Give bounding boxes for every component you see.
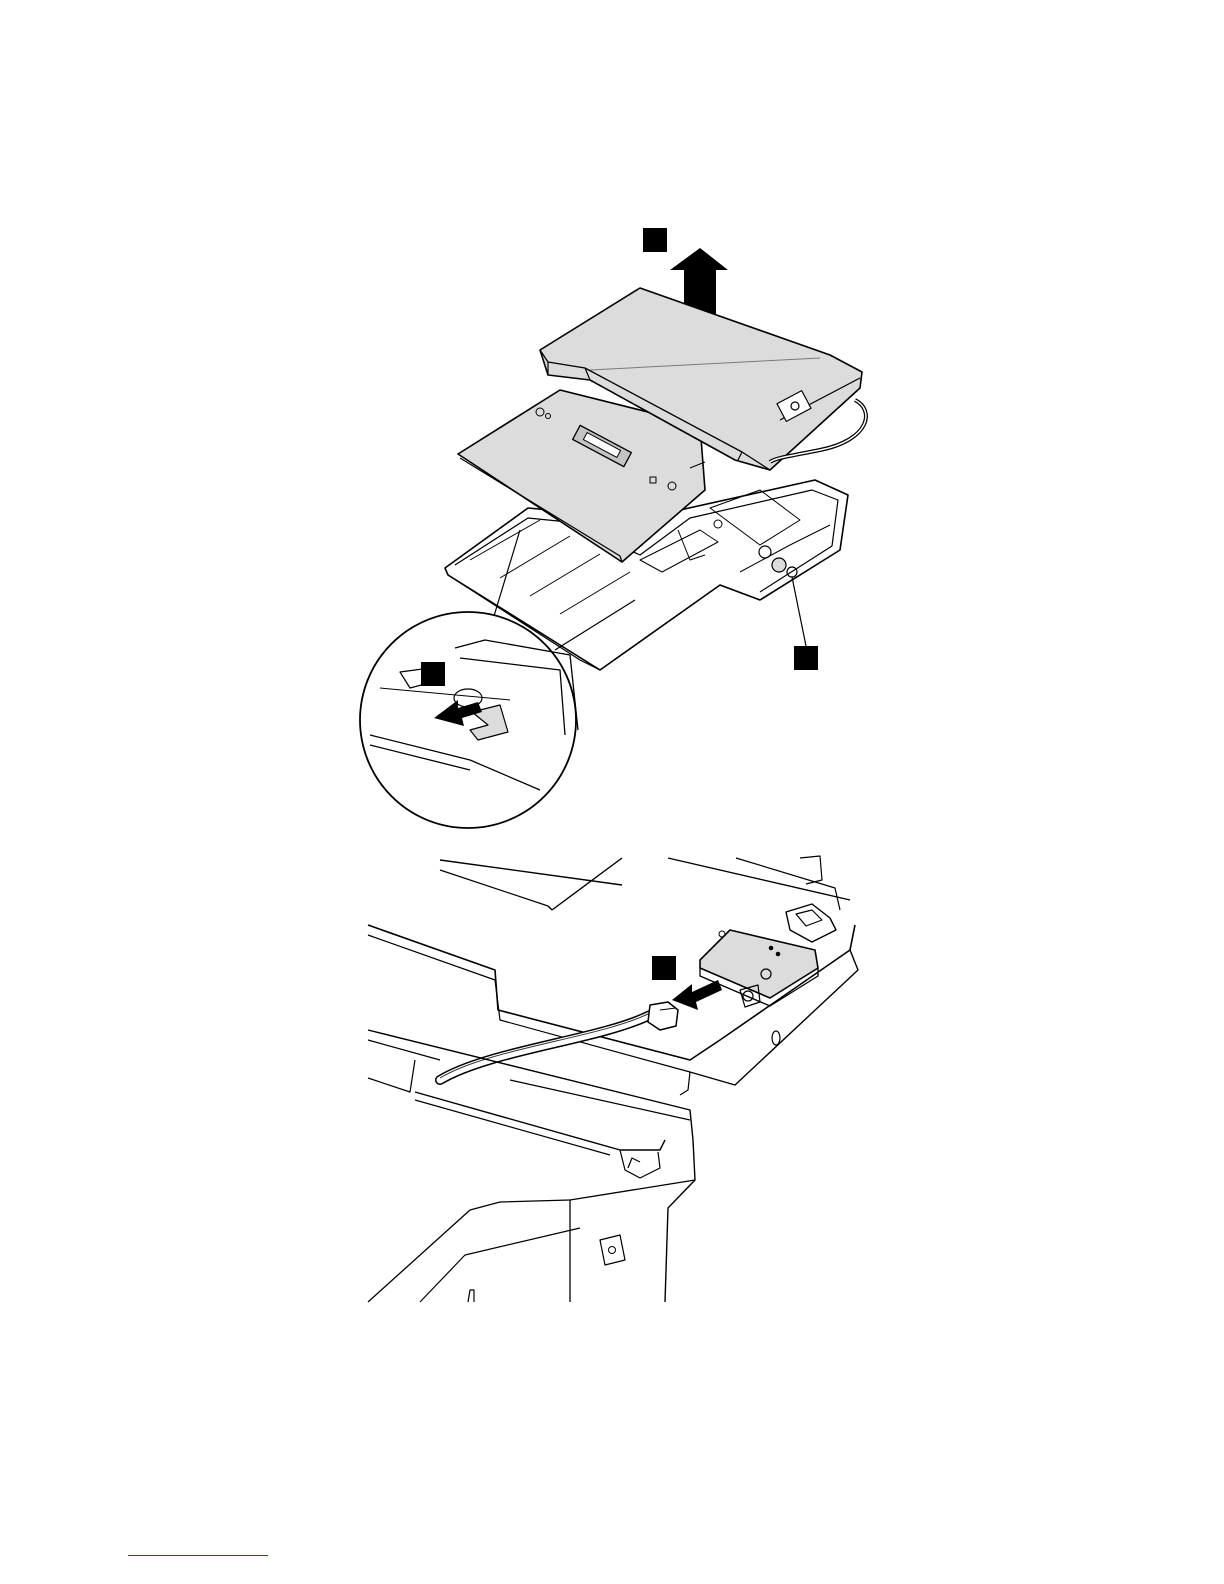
disconnect-arrow [672,980,722,1010]
figure-dock-removal [0,200,1224,840]
footer-link-underline[interactable] [128,1555,268,1556]
cable-plug [648,1002,678,1030]
callout-marker-2 [794,646,818,670]
callout-marker-3 [421,662,445,686]
callout-marker-1 [643,228,667,252]
figure-cable-disconnect [0,850,1224,1320]
cable-disconnect-illustration [0,850,1224,1320]
callout-marker-4 [652,956,676,980]
dock-removal-illustration [0,200,1224,840]
